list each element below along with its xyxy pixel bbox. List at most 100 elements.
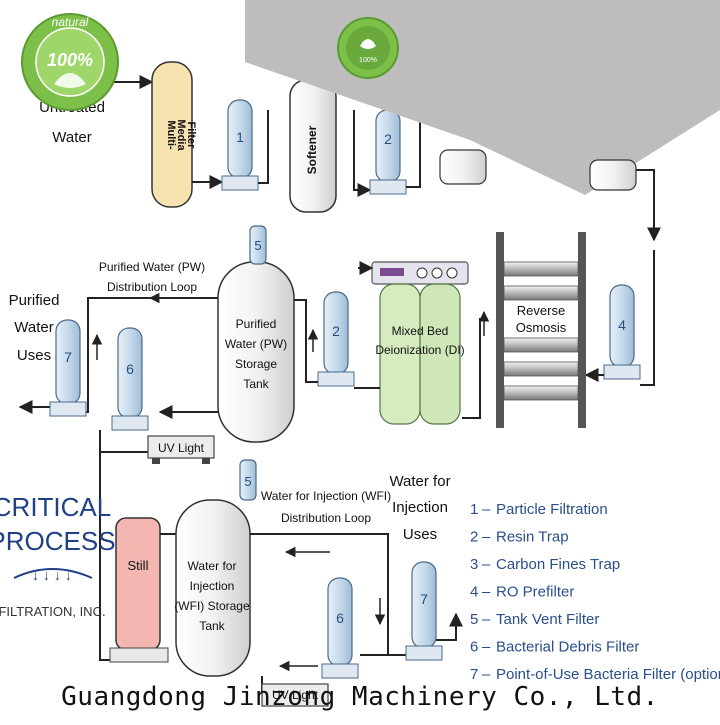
legend-number: 7 xyxy=(470,666,478,683)
mmf-label-3: Filter xyxy=(185,122,197,150)
filter-6-wfi: 6 xyxy=(321,577,359,679)
badge-large-leaf-icon xyxy=(54,73,86,88)
filter-1-number: 1 xyxy=(236,129,244,145)
legend-label: Resin Trap xyxy=(496,529,569,546)
pw-uses-label-1: Purified xyxy=(9,292,60,309)
filter-1: 1 xyxy=(221,99,259,191)
uv-light-wfi-label: UV Light xyxy=(272,688,319,702)
pw-loop-label-1: Purified Water (PW) xyxy=(99,260,205,274)
filter-7-wfi-number: 7 xyxy=(420,591,428,607)
wfi-tank-label-1: Water for xyxy=(188,559,237,573)
legend-dash: – xyxy=(482,666,491,683)
legend-number: 5 xyxy=(470,611,478,628)
pipe-to-f4 xyxy=(640,250,655,386)
uv-light-pw-label: UV Light xyxy=(158,441,205,455)
ro-label-2: Osmosis xyxy=(516,320,567,335)
mixed-bed-di: Mixed Bed Deionization (DI) xyxy=(371,261,469,425)
pipe-uv-pw xyxy=(99,430,148,453)
legend-dash: – xyxy=(482,529,491,546)
filter-7-pw-number: 7 xyxy=(64,349,72,365)
filter-5-wfi: 5 xyxy=(239,459,257,501)
wfi-storage-tank: Water for Injection (WFI) Storage Tank xyxy=(174,499,251,677)
legend-dash: – xyxy=(482,501,491,518)
mmf-label-1: Multi- xyxy=(165,120,177,150)
pipe-f2-carbon xyxy=(406,110,421,188)
legend-number: 4 xyxy=(470,584,478,601)
filter-2-top: 2 xyxy=(369,109,407,195)
wfi-tank-label-3: (WFI) Storage xyxy=(174,599,250,613)
critical-process-logo: CRITICAL PROCESS ↓ ↓ ↓ ↓ FILTRATION, INC… xyxy=(0,492,116,619)
filter-2-mid-number: 2 xyxy=(332,323,340,339)
pw-uses-label-2: Water xyxy=(14,319,53,336)
filter-4-number: 4 xyxy=(618,317,626,333)
still-unit: Still xyxy=(109,517,169,663)
legend-dash: – xyxy=(482,584,491,601)
legend-label: Tank Vent Filter xyxy=(496,611,599,628)
legend-label: Bacterial Debris Filter xyxy=(496,639,639,656)
pipe-uv-pw-down xyxy=(99,452,110,661)
mmf-label-2: Media xyxy=(175,119,187,151)
filter-6-pw-number: 6 xyxy=(126,361,134,377)
di-label-2: Deionization (DI) xyxy=(375,343,464,357)
legend-number: 2 xyxy=(470,529,478,546)
pw-storage-tank: Purified Water (PW) Storage Tank xyxy=(217,261,295,443)
pw-tank-label-3: Storage xyxy=(235,357,277,371)
pipe-right-down xyxy=(636,169,661,242)
company-footer: Guangdong Jinzong Machinery Co., Ltd. xyxy=(61,682,659,712)
legend-dash: – xyxy=(482,611,491,628)
wfi-tank-label-4: Tank xyxy=(199,619,225,633)
uv-light-pw: UV Light xyxy=(147,435,215,464)
legend-dash: – xyxy=(482,639,491,656)
legend-label: Carbon Fines Trap xyxy=(496,556,620,573)
legend-label: RO Prefilter xyxy=(496,584,574,601)
badge-small-center-text: 100% xyxy=(359,57,377,64)
pipe-softener-f2 xyxy=(353,110,372,197)
pw-uses-label-3: Uses xyxy=(17,347,51,364)
logo-line-3: FILTRATION, INC. xyxy=(0,604,106,619)
legend-number: 6 xyxy=(470,639,478,656)
logo-arrows-icon: ↓ ↓ ↓ ↓ xyxy=(32,567,72,583)
natural-badge-small: 100% xyxy=(337,17,399,79)
filter-6-pw: 6 xyxy=(111,327,149,431)
multimedia-filter: Multi- Media Filter xyxy=(151,61,197,208)
wfi-loop-label-2: Distribution Loop xyxy=(281,511,371,525)
pw-tank-label-4: Tank xyxy=(243,377,269,391)
softener-label: Softener xyxy=(305,125,319,174)
wfi-uses-outlet xyxy=(436,612,463,641)
di-label-1: Mixed Bed xyxy=(392,324,449,338)
still-label: Still xyxy=(128,558,149,573)
pipe-ro-di xyxy=(462,318,481,419)
filter-6-wfi-number: 6 xyxy=(336,610,344,626)
wfi-uses-label-1: Water for xyxy=(389,473,450,490)
badge-large-ring-text: natural xyxy=(52,15,89,29)
legend-number: 3 xyxy=(470,556,478,573)
carbon-tank xyxy=(439,149,487,185)
wfi-loop-pipe xyxy=(250,533,408,656)
logo-line-2: PROCESS xyxy=(0,526,116,556)
filter-7-wfi: 7 xyxy=(405,561,443,661)
filter-7-pw: 7 xyxy=(49,319,87,417)
top-right-tank xyxy=(589,159,637,191)
logo-line-1: CRITICAL xyxy=(0,492,111,522)
softener-tank: Softener xyxy=(289,79,337,213)
filter-5-wfi-number: 5 xyxy=(244,474,251,489)
natural-badge-large: natural 100% xyxy=(21,13,119,111)
legend-label: Point-of-Use Bacteria Filter (optional) xyxy=(496,666,720,683)
wfi-uses-label-2: Injection xyxy=(392,499,448,516)
filter-5-pw: 5 xyxy=(249,225,267,265)
legend-dash: – xyxy=(482,556,491,573)
uv-light-wfi: UV Light xyxy=(261,683,329,707)
wfi-uses-label-3: Uses xyxy=(403,526,437,543)
legend-label: Particle Filtration xyxy=(496,501,608,518)
untreated-water-label-2: Water xyxy=(52,129,91,146)
pw-tank-label-1: Purified xyxy=(236,317,277,331)
wfi-loop-label-1: Water for Injection (WFI) xyxy=(261,489,391,503)
pipe-f2mid-tank xyxy=(292,299,318,383)
badge-small-leaf-icon xyxy=(360,39,376,49)
wfi-tank-label-2: Injection xyxy=(190,579,235,593)
pw-tank-label-2: Water (PW) xyxy=(225,337,287,351)
filter-4: 4 xyxy=(603,284,641,380)
